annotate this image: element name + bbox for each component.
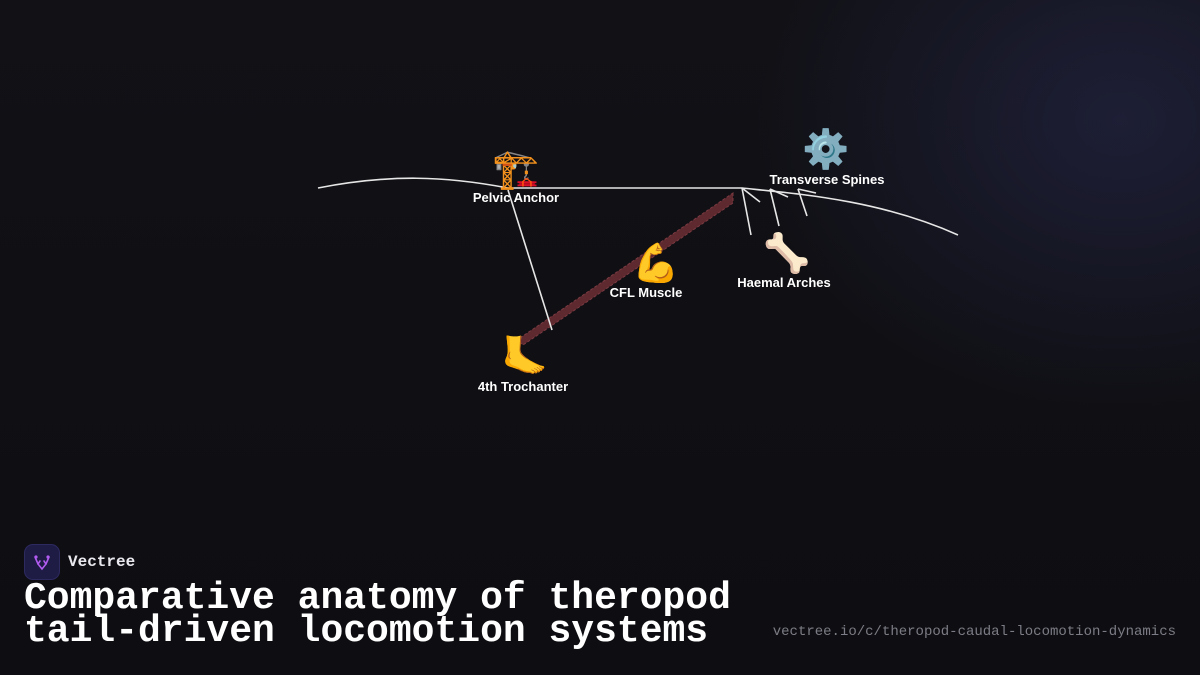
- gear-icon: ⚙️: [802, 127, 849, 171]
- construction-crane-icon: 🏗️: [492, 147, 539, 191]
- pelvis-trochanter-link: [507, 189, 553, 331]
- vertebral-processes: [741, 187, 817, 236]
- vectree-logo-icon: [24, 544, 60, 580]
- node-label: CFL Muscle: [610, 285, 683, 300]
- node-pelvic-anchor[interactable]: 🏗️ Pelvic Anchor: [473, 147, 559, 205]
- transverse-process-3: [797, 188, 817, 194]
- node-transverse-spines[interactable]: ⚙️ Transverse Spines: [770, 127, 885, 187]
- haemal-process-3: [797, 188, 808, 217]
- brand-name: Vectree: [68, 553, 136, 571]
- logo-mark: [34, 555, 50, 571]
- bone-icon: 🦴: [763, 230, 810, 275]
- transverse-process-2: [769, 188, 789, 198]
- node-label: Pelvic Anchor: [473, 190, 559, 205]
- haemal-process-1: [741, 187, 752, 236]
- node-label: Transverse Spines: [770, 172, 885, 187]
- cfl-muscle-band: [516, 192, 734, 346]
- transverse-process-1: [741, 187, 761, 203]
- node-cfl-muscle[interactable]: 💪 CFL Muscle: [610, 241, 683, 300]
- node-label: 4th Trochanter: [478, 379, 568, 394]
- source-url[interactable]: vectree.io/c/theropod-caudal-locomotion-…: [772, 624, 1176, 640]
- node-haemal-arches[interactable]: 🦴 Haemal Arches: [737, 230, 830, 290]
- brand: Vectree: [24, 544, 135, 580]
- foot-icon: 🦶: [501, 334, 548, 378]
- haemal-process-2: [769, 188, 780, 227]
- flexed-biceps-icon: 💪: [632, 241, 679, 285]
- node-fourth-trochanter[interactable]: 🦶 4th Trochanter: [478, 334, 568, 394]
- page-title: Comparative anatomy of theropod tail-dri…: [24, 577, 731, 653]
- node-label: Haemal Arches: [737, 275, 830, 290]
